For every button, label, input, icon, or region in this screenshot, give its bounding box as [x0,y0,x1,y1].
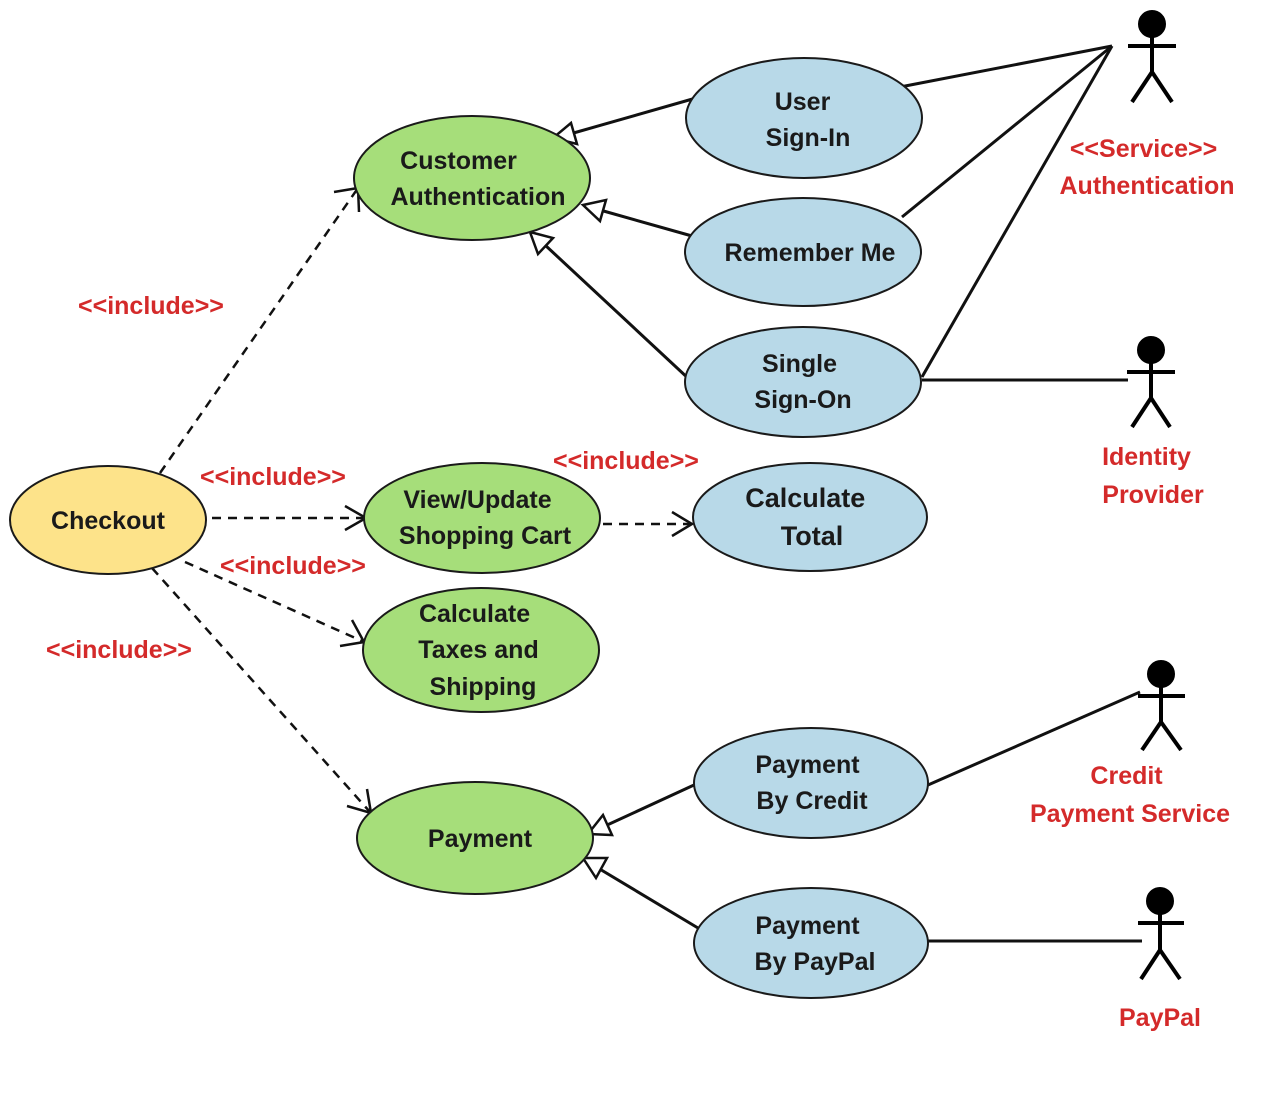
actor-label: <<Service>> Authentication [1060,135,1235,200]
actor-paypal[interactable]: PayPal [1119,887,1201,1032]
include-labels: <<include>> <<include>> <<include>> <<in… [46,292,699,664]
stick-figure-icon [1138,660,1185,752]
use-case-calculate-total[interactable]: Calculate Total [692,462,928,572]
include-label-payment: <<include>> [46,636,192,664]
include-arrowhead-taxes [339,619,366,648]
stick-figure-icon [1127,336,1175,429]
include-label-taxes: <<include>> [220,552,366,580]
generalization-paypal [597,866,699,930]
actors: <<Service>> Authentication Identity Prov… [1030,10,1235,1032]
use-case-user-sign-in[interactable]: User Sign-In [685,57,923,179]
use-case-customer-authentication[interactable]: Customer Authentication [353,115,591,241]
ellipse-view-update-shopping-cart [363,462,601,574]
association-signin-authservice [899,44,1113,89]
ellipse-user-sign-in [685,57,923,179]
association-remember-authservice [901,44,1113,219]
use-case-label: Customer Authentication [391,147,566,211]
actor-credit-payment-service[interactable]: Credit Payment Service [1030,660,1230,828]
use-case-single-sign-on[interactable]: Single Sign-On [684,326,922,438]
use-case-label: User Sign-In [766,88,851,152]
ellipse-calculate-total [692,462,928,572]
actor-identity-provider[interactable]: Identity Provider [1102,336,1204,509]
ellipse-customer-authentication [353,115,591,241]
use-case-label: Remember Me [725,239,896,267]
generalization-head-sso [528,230,556,257]
include-to-calculate-taxes [184,560,363,643]
use-case-label: Single Sign-On [754,350,851,414]
stick-figure-icon [1128,10,1176,104]
use-case-label: Payment By Credit [755,751,868,815]
ellipse-payment-by-paypal [693,887,929,999]
ellipse-calculate-taxes-and-shipping [362,587,600,713]
actor-authentication-service[interactable]: <<Service>> Authentication [1060,10,1235,200]
ellipse-payment [356,781,594,895]
use-case-view-update-shopping-cart[interactable]: View/Update Shopping Cart [363,462,601,574]
generalization-head-paypal [580,856,610,881]
use-case-label: Payment By PayPal [755,912,876,976]
generalization-remember [599,208,693,238]
include-label-cart: <<include>> [200,463,346,491]
ellipse-remember-me [684,197,922,307]
ellipse-single-sign-on [684,326,922,438]
use-cases: Checkout Customer Authentication User Si… [9,57,929,999]
actor-label: PayPal [1119,1004,1201,1032]
use-case-label: View/Update Shopping Cart [399,486,572,550]
association-sso-authservice [920,45,1114,378]
include-arrowhead-total [671,510,695,538]
include-label-auth: <<include>> [78,292,224,320]
use-case-remember-me[interactable]: Remember Me [684,197,922,307]
use-case-label: Checkout [51,507,166,535]
include-label-total: <<include>> [553,447,699,475]
actor-label: Credit Payment Service [1030,762,1230,828]
use-case-calculate-taxes-and-shipping[interactable]: Calculate Taxes and Shipping [362,587,600,713]
relationships [151,44,1142,943]
actor-label: Identity Provider [1102,443,1204,509]
stick-figure-icon [1138,887,1184,981]
use-case-payment-by-paypal[interactable]: Payment By PayPal [693,887,929,999]
use-case-label: Payment [428,825,533,853]
include-to-customer-authentication [158,187,360,474]
ellipse-checkout [9,465,207,575]
use-case-payment-by-credit[interactable]: Payment By Credit [693,727,929,839]
generalization-credit [604,783,695,828]
use-case-label: Calculate Total [745,483,873,551]
ellipse-payment-by-credit [693,727,929,839]
association-credit-creditservice [927,690,1141,787]
use-case-payment[interactable]: Payment [356,781,594,895]
include-to-payment [151,567,371,813]
generalization-head-remember [580,198,608,224]
use-case-checkout[interactable]: Checkout [9,465,207,575]
generalization-sso [543,243,692,382]
use-case-label: Calculate Taxes and Shipping [418,600,545,701]
generalization-head-credit [585,812,614,837]
generalization-signin [569,94,704,136]
